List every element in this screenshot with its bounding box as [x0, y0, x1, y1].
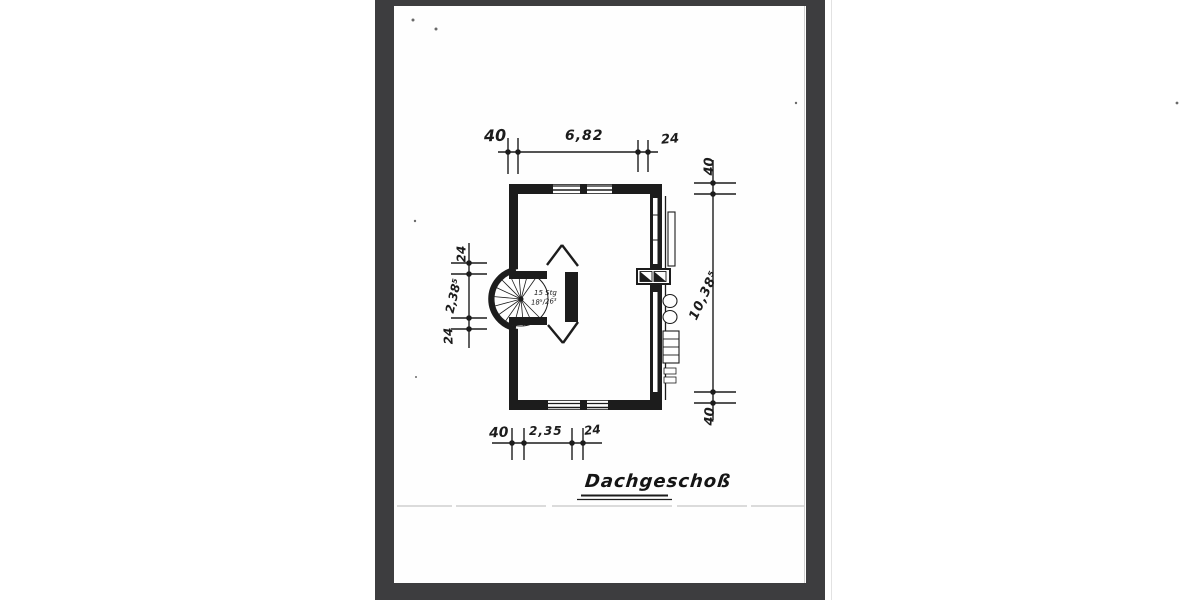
dim-top-wall-left: 40 — [483, 125, 507, 146]
dim-right-wall-top: 40 — [702, 157, 718, 176]
dim-bottom-span: 2,35 — [529, 424, 563, 438]
dim-bottom-wall-left: 40 — [488, 424, 509, 442]
dim-right-wall-bottom: 40 — [702, 407, 719, 426]
dim-left-wall-bottom: 24 — [441, 327, 456, 345]
dim-top-wall-right: 24 — [660, 131, 680, 148]
dim-bottom-wall-right: 24 — [583, 422, 602, 438]
scan-frame-right — [806, 0, 825, 600]
dim-left-wall-top: 24 — [454, 245, 469, 263]
adjacent-page-edge — [831, 0, 832, 600]
scan-frame-top — [375, 0, 825, 6]
scan-frame-bottom — [375, 583, 825, 600]
dim-top-span: 6,82 — [565, 128, 604, 144]
stair-note-steps: 15 Stg — [534, 289, 557, 297]
page-edge-shadow — [804, 6, 805, 583]
scan-frame-left — [375, 0, 394, 600]
document-page — [394, 6, 806, 583]
plan-title: Dachgeschoß — [583, 471, 733, 492]
